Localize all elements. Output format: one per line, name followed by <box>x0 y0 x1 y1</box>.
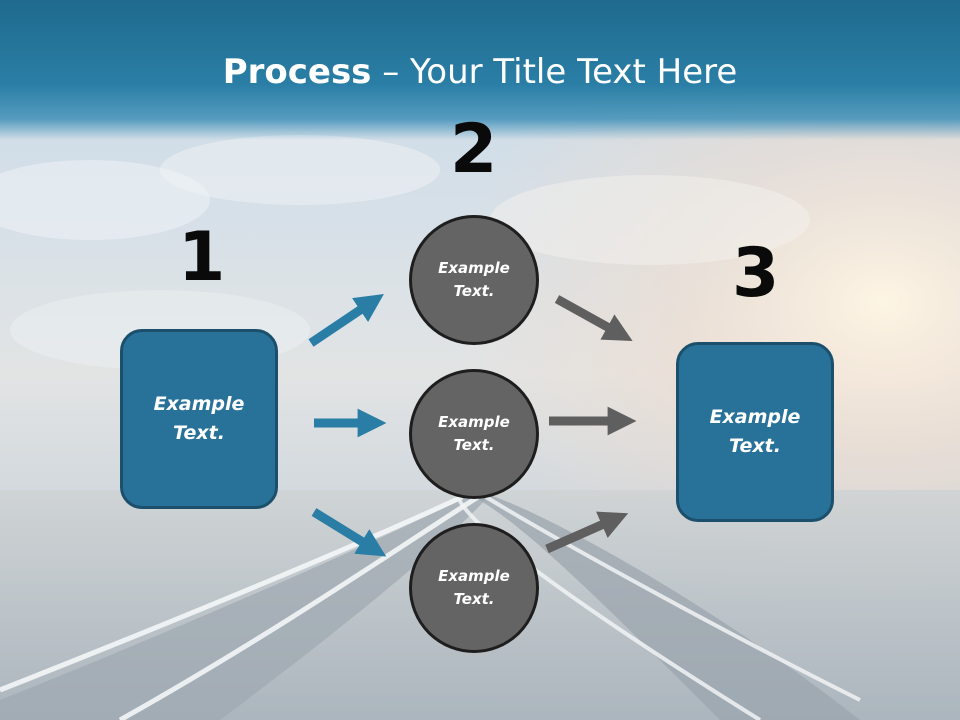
arrow-top-to-right <box>554 295 633 341</box>
circle-middle-text: Example Text. <box>438 413 510 454</box>
left-box-text: Example Text. <box>153 393 245 444</box>
step-number-2: 2 <box>450 110 498 189</box>
left-process-box[interactable]: Example Text. <box>120 329 278 509</box>
title-rest: – Your Title Text Here <box>371 52 738 92</box>
title-bar <box>0 0 960 140</box>
circle-step-top[interactable]: Example Text. <box>409 215 539 345</box>
arrow-left-to-top <box>308 293 384 347</box>
right-process-box[interactable]: Example Text. <box>676 342 834 522</box>
circle-step-middle[interactable]: Example Text. <box>409 369 539 499</box>
step-number-3: 3 <box>732 234 780 313</box>
step-number-1: 1 <box>178 218 226 297</box>
circle-bottom-text: Example Text. <box>438 567 510 608</box>
title-bold: Process <box>222 52 372 92</box>
slide-title: Process – Your Title Text Here <box>0 52 960 92</box>
right-box-text: Example Text. <box>709 406 801 457</box>
circle-step-bottom[interactable]: Example Text. <box>409 523 539 653</box>
arrow-bottom-to-right <box>545 511 629 554</box>
arrow-left-to-bottom <box>311 508 387 557</box>
circle-top-text: Example Text. <box>438 259 510 300</box>
